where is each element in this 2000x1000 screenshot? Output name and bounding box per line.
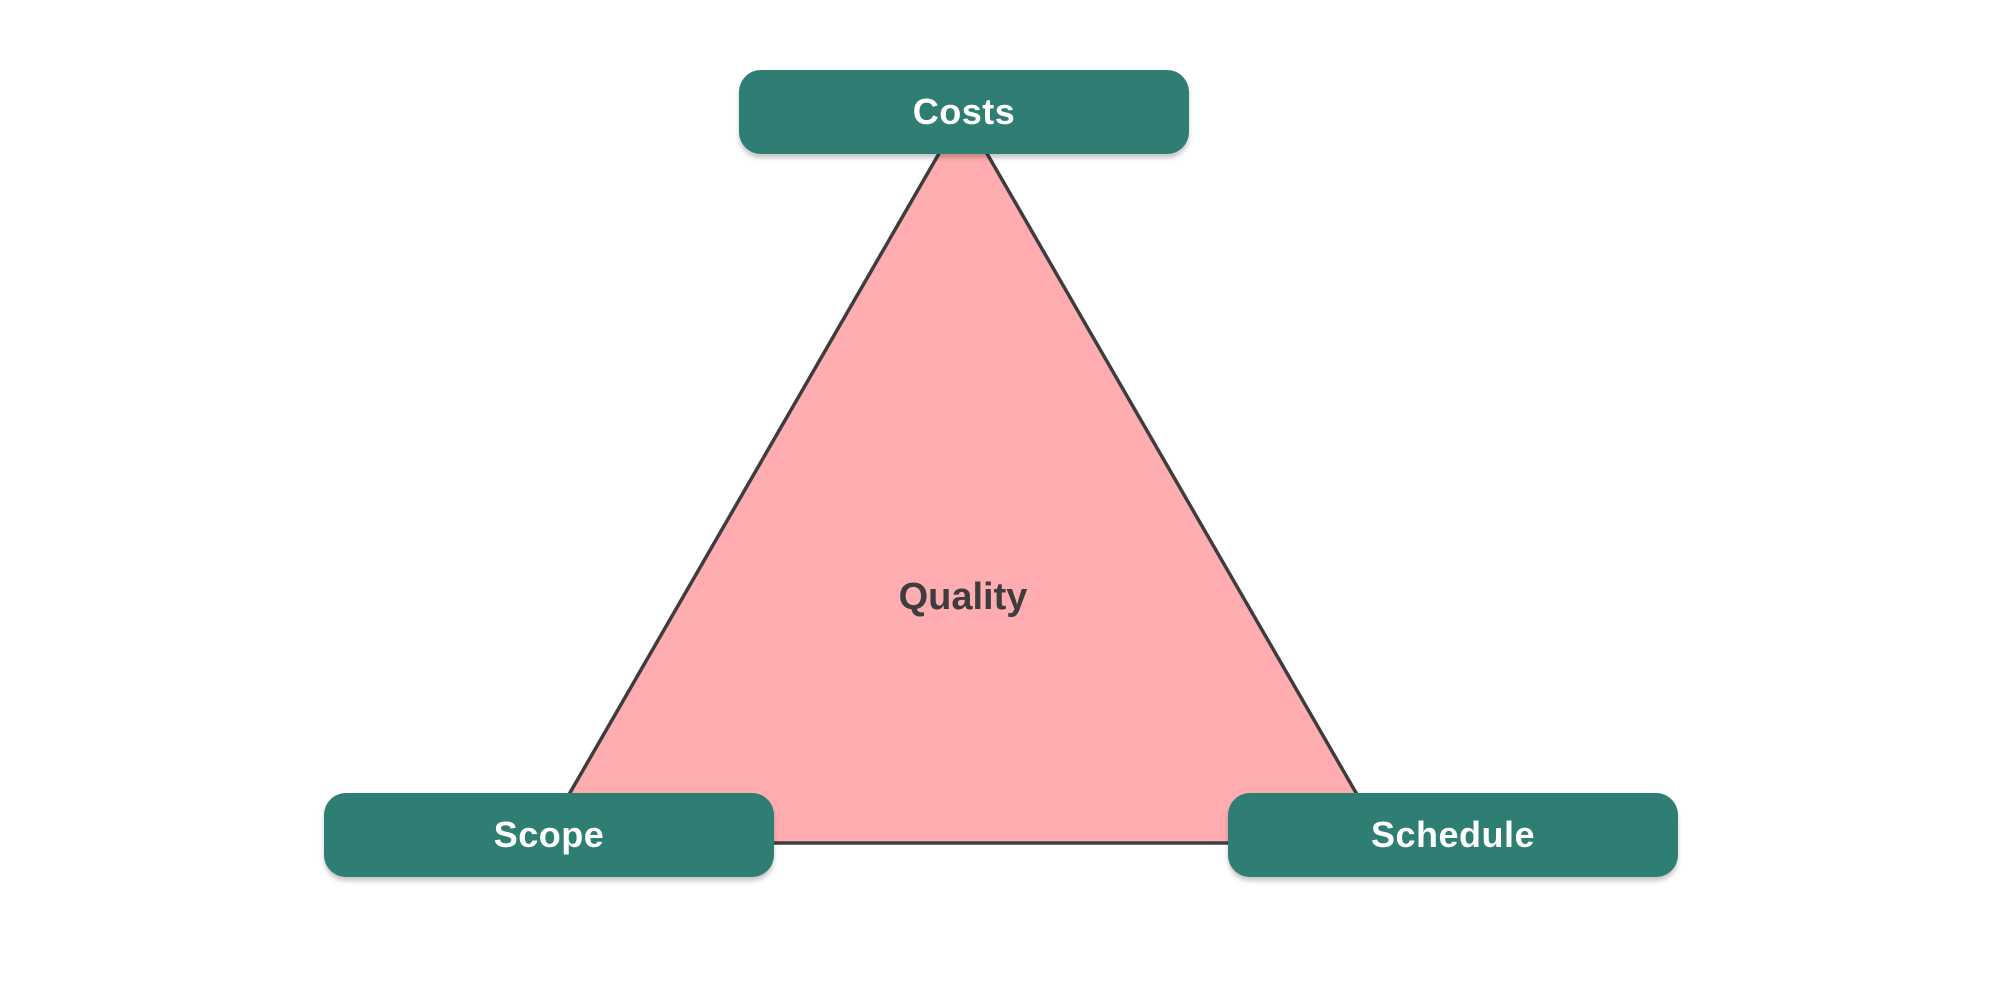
schedule-label: Schedule <box>1370 814 1536 855</box>
scope-node[interactable]: Scope <box>324 793 774 877</box>
costs-label: Costs <box>912 91 1016 132</box>
costs-node[interactable]: Costs <box>739 70 1189 154</box>
schedule-node[interactable]: Schedule <box>1228 793 1678 877</box>
quality-label: Quality <box>898 576 1028 618</box>
scope-label: Scope <box>493 814 605 855</box>
